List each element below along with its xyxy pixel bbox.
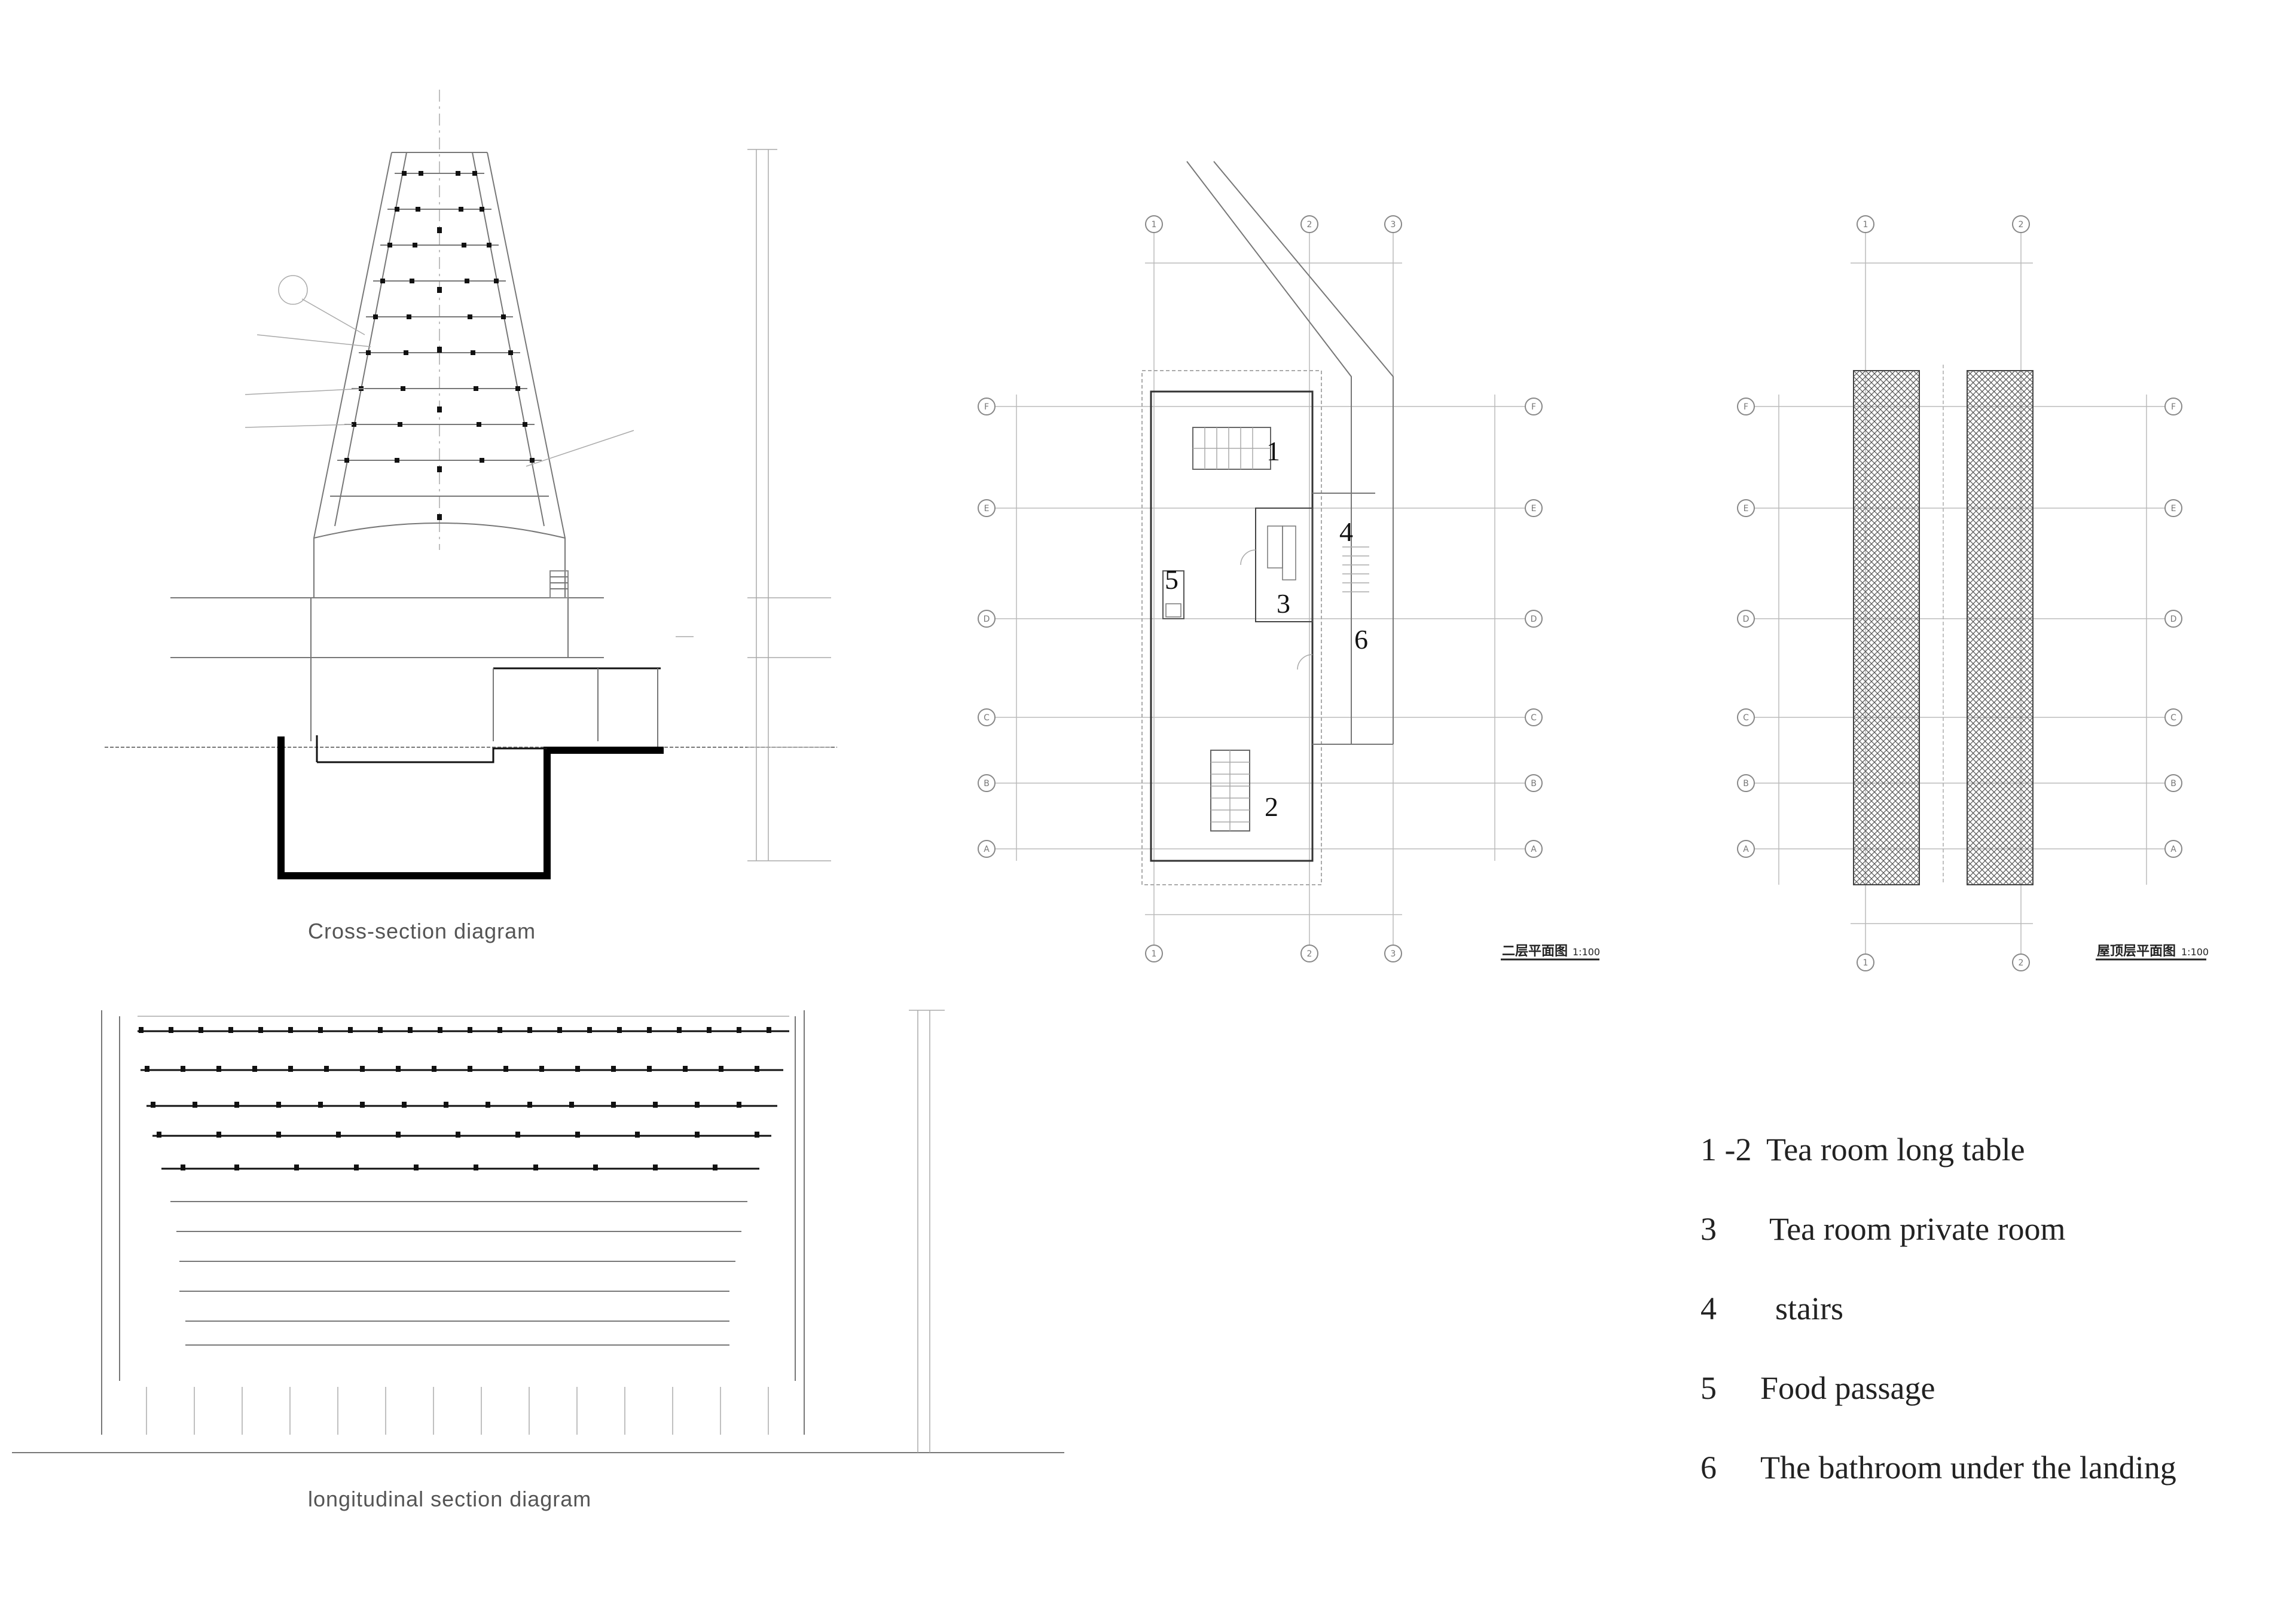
- svg-text:2: 2: [2019, 220, 2024, 230]
- room-number-6: 6: [1354, 624, 1368, 655]
- svg-text:2: 2: [1307, 220, 1312, 230]
- svg-text:3: 3: [1391, 220, 1396, 230]
- svg-text:2: 2: [1307, 949, 1312, 959]
- svg-text:B: B: [984, 779, 990, 788]
- svg-text:D: D: [1743, 615, 1750, 624]
- legend-item: 4 stairs: [1668, 1253, 1843, 1364]
- svg-text:A: A: [2170, 845, 2176, 854]
- legend-text: Tea room long table: [1766, 1132, 2025, 1167]
- roof-plan-scale: 1:100: [2181, 946, 2209, 958]
- svg-text:F: F: [2171, 402, 2176, 412]
- second-floor-plan: F E D C B A F E D C B A 1 2 3 1 2 3: [978, 161, 1600, 962]
- svg-text:C: C: [984, 713, 990, 723]
- svg-text:A: A: [1743, 845, 1749, 854]
- longitudinal-section-caption: longitudinal section diagram: [308, 1487, 591, 1511]
- svg-text:1: 1: [1863, 958, 1868, 968]
- svg-text:A: A: [984, 845, 990, 854]
- roof-tile-area-left: [1853, 370, 1920, 885]
- room-number-2: 2: [1265, 791, 1278, 822]
- legend-text: Food passage: [1760, 1370, 1935, 1406]
- svg-text:C: C: [1743, 713, 1749, 723]
- svg-text:2: 2: [2019, 958, 2024, 968]
- svg-text:C: C: [1531, 713, 1537, 723]
- second-floor-plan-scale: 1:100: [1573, 946, 1600, 958]
- legend-item: 3 Tea room private room: [1668, 1173, 2066, 1285]
- roof-plan-title: 屋顶层平面图: [2097, 944, 2176, 959]
- svg-text:F: F: [1531, 402, 1536, 412]
- legend-number: 4: [1700, 1291, 1717, 1326]
- svg-text:E: E: [1744, 504, 1749, 514]
- svg-text:D: D: [984, 615, 990, 624]
- svg-text:D: D: [2170, 615, 2177, 624]
- legend-item: 1 -2 Tea room long table: [1668, 1094, 2025, 1205]
- second-floor-plan-title: 二层平面图: [1502, 944, 1568, 959]
- roof-axis-bubbles: F E D C B A F E D C B A 1 2 1 2: [1737, 215, 2182, 971]
- cross-section-diagram: Cross-section diagram: [105, 90, 837, 943]
- svg-text:1: 1: [1152, 220, 1157, 230]
- legend-text: stairs: [1775, 1291, 1843, 1326]
- svg-text:E: E: [984, 504, 990, 514]
- legend-number: 3: [1700, 1211, 1717, 1247]
- legend-text: The bathroom under the landing: [1760, 1450, 2176, 1486]
- legend-item: 6 The bathroom under the landing: [1668, 1412, 2176, 1523]
- svg-text:F: F: [1744, 402, 1748, 412]
- svg-text:B: B: [2170, 779, 2176, 788]
- svg-text:A: A: [1531, 845, 1537, 854]
- svg-text:E: E: [1531, 504, 1537, 514]
- svg-text:C: C: [2170, 713, 2176, 723]
- legend-number: 5: [1700, 1370, 1717, 1406]
- room-number-4: 4: [1339, 516, 1353, 547]
- longitudinal-purlin-rows: [138, 1030, 789, 1346]
- room-number-5: 5: [1165, 564, 1178, 595]
- legend-number: 6: [1700, 1450, 1717, 1486]
- svg-text:E: E: [2171, 504, 2176, 514]
- floor-axis-bubbles: F E D C B A F E D C B A 1 2 3 1 2 3: [978, 215, 1543, 962]
- svg-text:B: B: [1743, 779, 1749, 788]
- svg-text:1: 1: [1863, 220, 1868, 230]
- roof-tile-area-right: [1967, 370, 2034, 885]
- svg-text:D: D: [1531, 615, 1537, 624]
- legend-text: Tea room private room: [1769, 1211, 2066, 1247]
- legend-number: 1 -2: [1700, 1132, 1752, 1167]
- longitudinal-section-diagram: longitudinal section diagram: [12, 1010, 1064, 1511]
- cross-section-caption: Cross-section diagram: [308, 919, 536, 943]
- room-number-1: 1: [1266, 436, 1280, 466]
- svg-text:F: F: [984, 402, 989, 412]
- legend-item: 5 Food passage: [1668, 1332, 1935, 1444]
- svg-text:B: B: [1531, 779, 1537, 788]
- room-number-3: 3: [1277, 588, 1290, 619]
- roof-plan: F E D C B A F E D C B A 1 2 1 2 屋顶层平面图 1…: [1737, 215, 2209, 971]
- svg-text:1: 1: [1152, 949, 1157, 959]
- svg-text:3: 3: [1391, 949, 1396, 959]
